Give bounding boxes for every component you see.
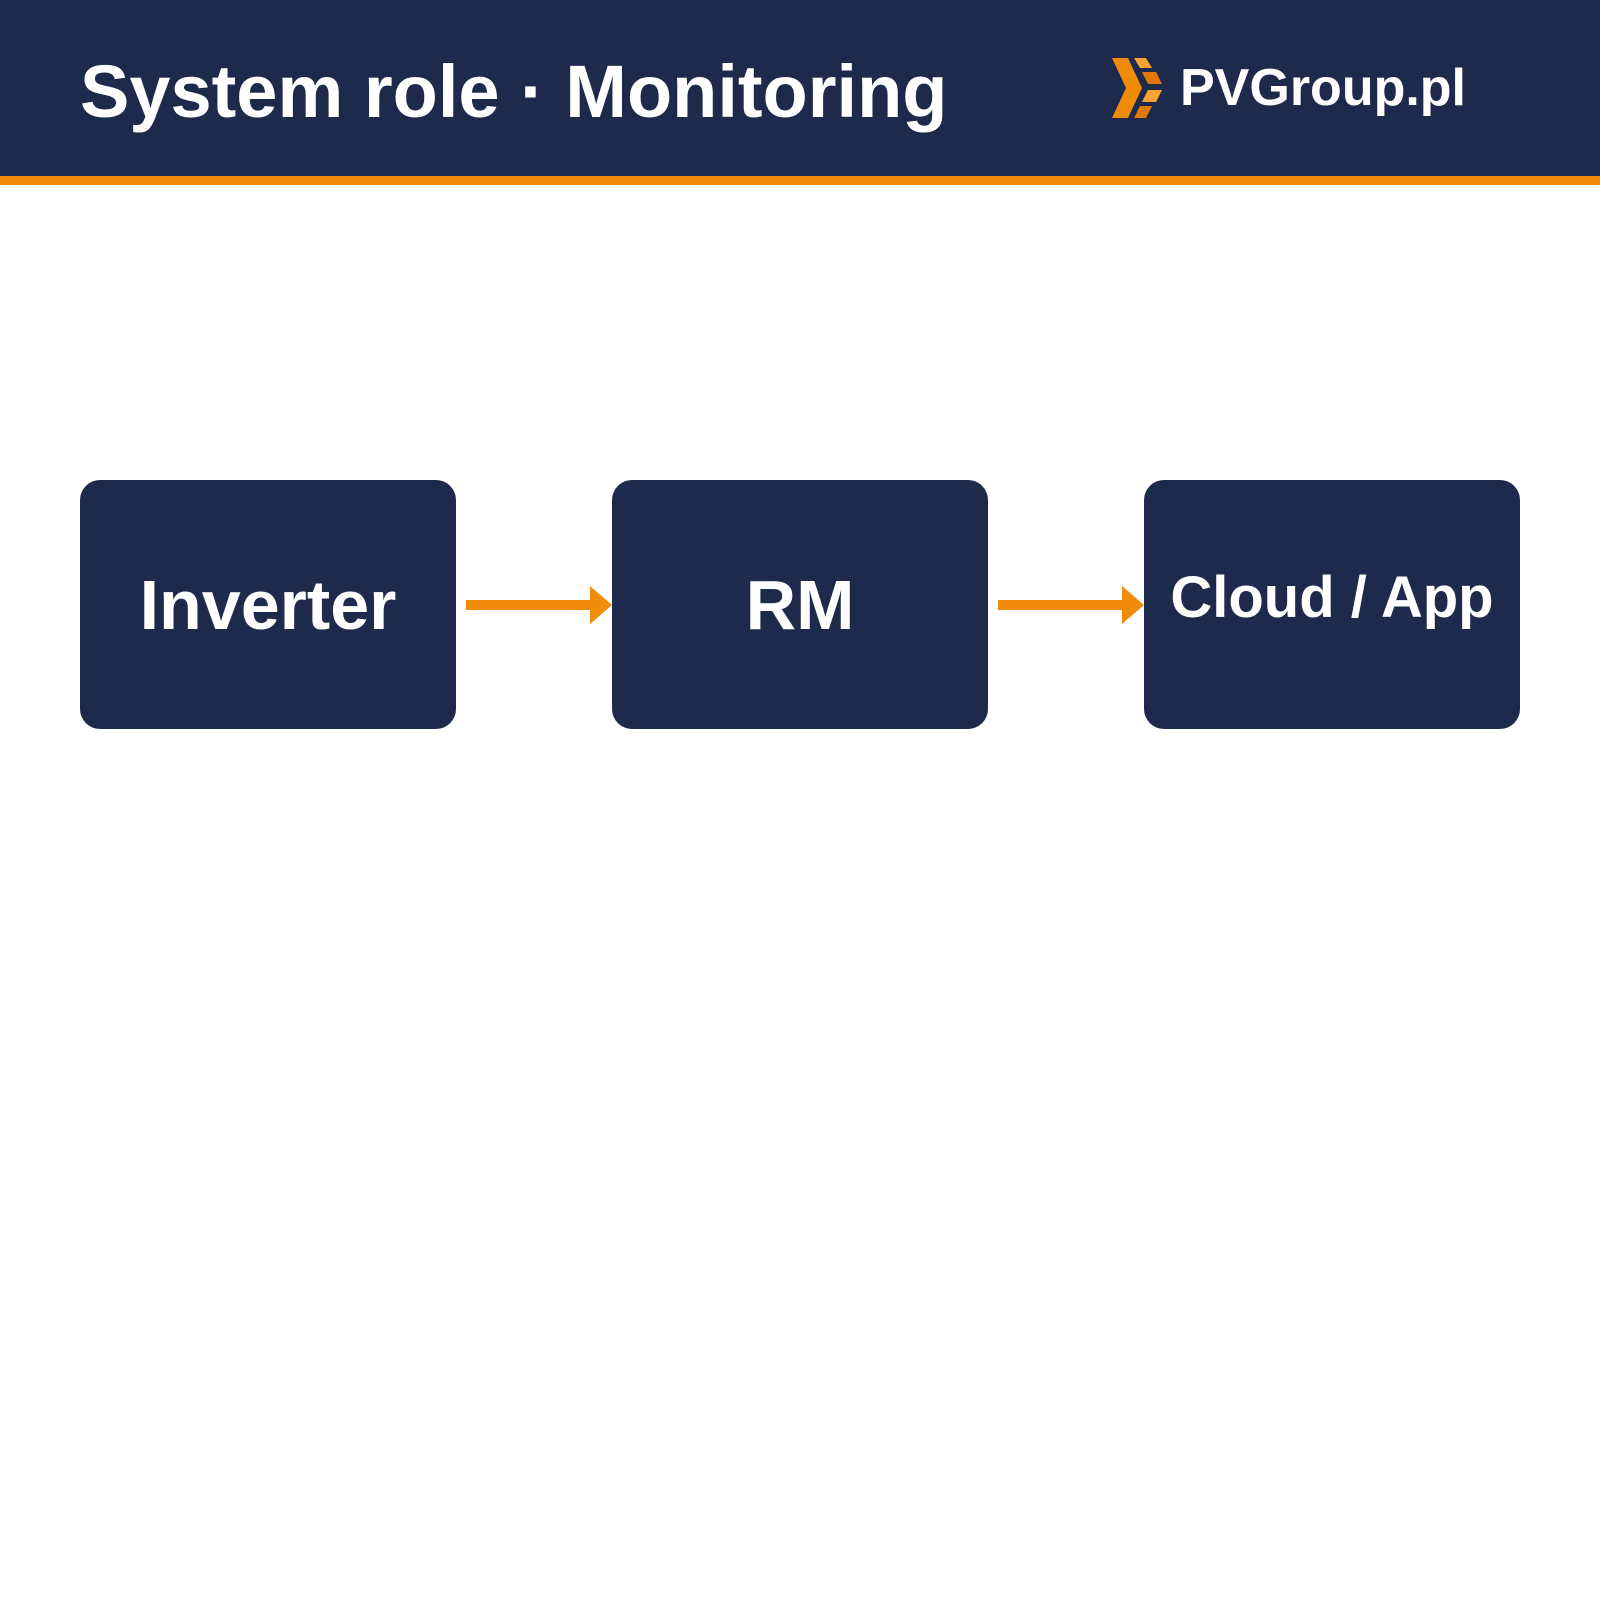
node-cloud-app: Cloud / App xyxy=(1144,480,1520,729)
header-accent-stripe xyxy=(0,176,1600,185)
brand-logo: PVGroup.pl xyxy=(1112,58,1466,118)
header-bar: System role · Monitoring PVGroup.pl xyxy=(0,0,1600,176)
node-label: RM xyxy=(745,565,855,644)
page-title: System role · Monitoring xyxy=(80,50,948,133)
node-label: Inverter xyxy=(139,565,397,644)
logo-text: PVGroup.pl xyxy=(1180,59,1466,117)
node-label: Cloud / App xyxy=(1170,565,1494,630)
edge-rm-to-cloud xyxy=(998,586,1144,624)
edge-inverter-to-rm xyxy=(466,586,612,624)
chevron-logo-icon xyxy=(1112,58,1162,118)
node-inverter: Inverter xyxy=(80,480,456,729)
node-rm: RM xyxy=(612,480,988,729)
